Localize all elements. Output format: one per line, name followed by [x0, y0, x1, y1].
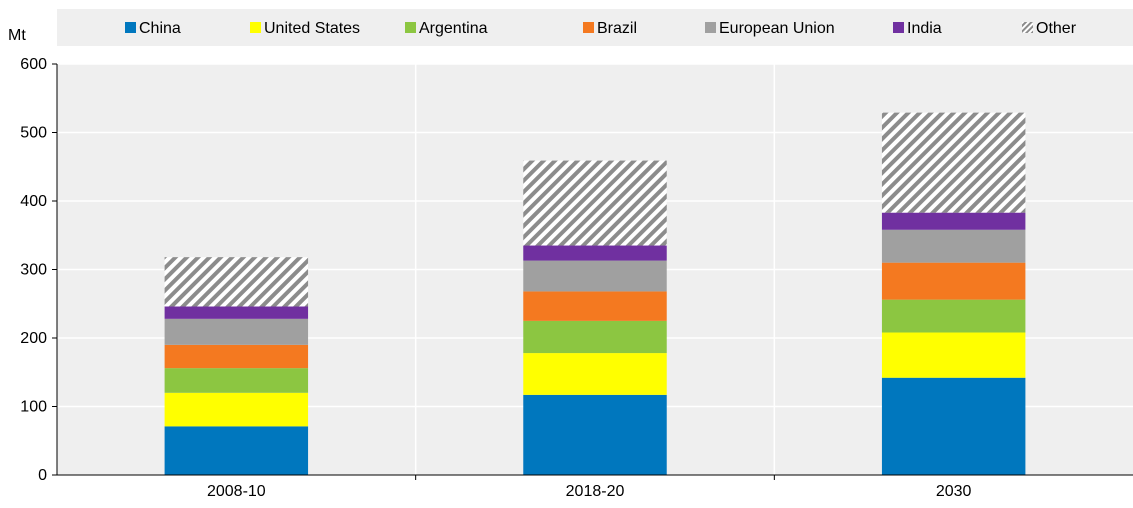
bar-segment-other	[523, 160, 667, 246]
y-axis-title: Mt	[8, 27, 26, 44]
bar-segment-brazil	[523, 291, 667, 321]
legend-item-argentina: Argentina	[405, 20, 488, 37]
legend-swatch	[1022, 22, 1033, 33]
bar-segment-european-union	[523, 260, 667, 292]
legend-item-china: China	[125, 20, 181, 37]
axes: 0 100 200 300 400 500 600 2008-10 2018-20 2030	[20, 56, 1133, 500]
legend-label: China	[139, 20, 181, 37]
legend-swatch	[705, 22, 716, 33]
legend: China United States Argentina Brazil Europea…	[125, 20, 1077, 37]
x-tick-label: 2018-20	[566, 483, 625, 500]
bar-segment-argentina	[881, 299, 1026, 333]
bar-segment-other	[881, 112, 1026, 213]
bar-segment-united-states	[523, 353, 667, 395]
bar-segment-china	[523, 394, 667, 475]
bar-segment-united-states	[164, 392, 309, 427]
y-tick-label: 400	[20, 193, 47, 210]
bar-segment-india	[164, 306, 309, 319]
legend-swatch	[125, 22, 136, 33]
bar-segment-india	[881, 212, 1026, 230]
legend-background	[57, 9, 1133, 46]
bars	[164, 112, 1026, 475]
bar-segment-european-union	[881, 229, 1026, 263]
bar-segment-other	[164, 257, 309, 307]
x-tick-label: 2030	[936, 483, 972, 500]
y-tick-label: 600	[20, 56, 47, 73]
legend-item-brazil: Brazil	[583, 20, 637, 37]
legend-label: Brazil	[597, 20, 637, 37]
legend-item-united-states: United States	[250, 20, 360, 37]
bar-segment-china	[164, 426, 309, 475]
legend-label: Other	[1036, 20, 1077, 37]
legend-swatch	[250, 22, 261, 33]
y-tick-label: 300	[20, 262, 47, 279]
legend-item-european-union: European Union	[705, 20, 835, 37]
y-tick-label: 100	[20, 399, 47, 416]
legend-label: United States	[264, 20, 360, 37]
legend-swatch	[893, 22, 904, 33]
bar-segment-united-states	[881, 332, 1026, 378]
legend-swatch	[583, 22, 594, 33]
legend-label: European Union	[719, 20, 835, 37]
bar-segment-brazil	[164, 344, 309, 369]
bar-segment-china	[881, 377, 1026, 475]
bar-segment-argentina	[523, 320, 667, 354]
bar-segment-brazil	[881, 262, 1026, 300]
y-tick-label: 0	[38, 467, 47, 484]
bar-segment-argentina	[164, 368, 309, 393]
bar-segment-india	[523, 245, 667, 261]
legend-label: Argentina	[419, 20, 488, 37]
y-tick-label: 500	[20, 125, 47, 142]
x-tick-label: 2008-10	[207, 483, 266, 500]
legend-item-india: India	[893, 20, 942, 37]
legend-swatch	[405, 22, 416, 33]
y-tick-label: 200	[20, 330, 47, 347]
legend-item-other: Other	[1022, 20, 1077, 37]
bar-segment-european-union	[164, 318, 309, 345]
legend-label: India	[907, 20, 942, 37]
